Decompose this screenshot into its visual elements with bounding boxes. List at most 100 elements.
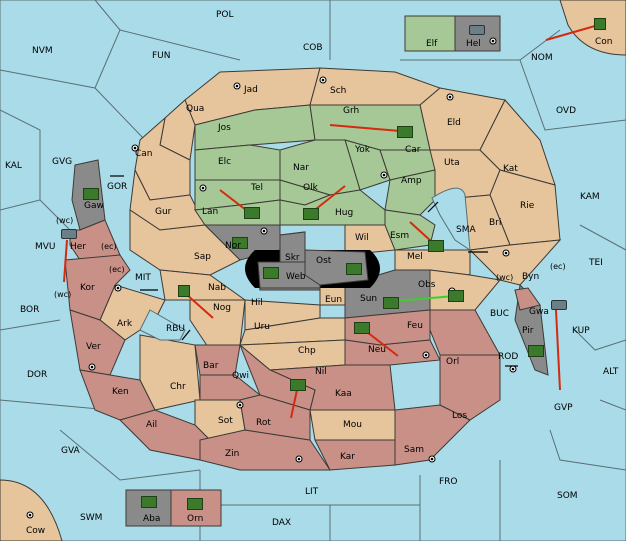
- territory-label[interactable]: Chr: [170, 382, 186, 392]
- sea-label[interactable]: BUC: [490, 309, 510, 319]
- territory-label[interactable]: Olk: [303, 183, 318, 193]
- sea-label[interactable]: DOR: [27, 370, 48, 380]
- territory-label[interactable]: Neu: [368, 345, 386, 355]
- sea-label[interactable]: GVA: [61, 446, 80, 456]
- territory-label[interactable]: Con: [595, 37, 613, 47]
- sea-label[interactable]: KAM: [580, 192, 600, 202]
- territory-label[interactable]: Hel: [466, 39, 481, 49]
- sea-label[interactable]: DAX: [272, 518, 292, 528]
- territory-label[interactable]: Jos: [218, 123, 231, 133]
- territory-label[interactable]: Nar: [293, 163, 309, 173]
- territory-label[interactable]: Sun: [360, 294, 378, 304]
- territory-label[interactable]: Uru: [254, 322, 270, 332]
- sea-label[interactable]: NOM: [531, 53, 553, 63]
- sea-label[interactable]: POL: [216, 10, 234, 20]
- territory-label[interactable]: Sch: [330, 86, 347, 96]
- sea-label[interactable]: GVG: [52, 157, 73, 167]
- territory-label[interactable]: Mou: [343, 420, 362, 430]
- territory-label[interactable]: Eld: [447, 118, 461, 128]
- territory-label[interactable]: Qua: [186, 104, 205, 114]
- territory-label[interactable]: Lan: [202, 207, 219, 217]
- sea-label[interactable]: TEI: [589, 258, 603, 268]
- sea-label[interactable]: BOR: [20, 305, 40, 315]
- territory-label[interactable]: Ken: [112, 387, 129, 397]
- sea-label[interactable]: SMA: [456, 225, 476, 235]
- territory-label[interactable]: Kaa: [335, 389, 352, 399]
- sea-label[interactable]: RBU: [166, 324, 186, 334]
- territory-label[interactable]: Nil: [315, 367, 327, 377]
- sea-label[interactable]: FRO: [439, 477, 458, 487]
- sea-label[interactable]: KAL: [5, 161, 22, 171]
- territory-label[interactable]: Qwi: [232, 371, 249, 381]
- territory-label[interactable]: Orn: [187, 514, 204, 524]
- sea-label[interactable]: NVM: [32, 46, 53, 56]
- territory-label[interactable]: Her: [70, 242, 87, 252]
- territory-label[interactable]: Elc: [218, 157, 232, 167]
- territory-label[interactable]: Tel: [251, 183, 264, 193]
- sea-label[interactable]: KUP: [572, 326, 590, 336]
- territory-label[interactable]: Sam: [404, 445, 424, 455]
- sea-label[interactable]: FUN: [152, 51, 171, 61]
- territory-label[interactable]: Uta: [444, 158, 460, 168]
- territory-label[interactable]: Hil: [251, 298, 263, 308]
- territory-label[interactable]: Ail: [146, 420, 158, 430]
- territory-label[interactable]: Orl: [446, 357, 460, 367]
- territory-label[interactable]: Kar: [340, 452, 355, 462]
- territory-label[interactable]: Nog: [213, 303, 231, 313]
- territory-label[interactable]: Grh: [343, 106, 360, 116]
- territory-label[interactable]: Ver: [86, 342, 101, 352]
- territory-label[interactable]: Byn: [522, 272, 540, 282]
- territory-label[interactable]: Nor: [225, 241, 241, 251]
- territory-label[interactable]: Skr: [285, 253, 300, 263]
- bay-sma: [431, 187, 471, 251]
- sea-label[interactable]: GVP: [554, 403, 573, 413]
- territory-label[interactable]: Feu: [407, 321, 423, 331]
- territory-label[interactable]: Kat: [503, 164, 518, 174]
- sea-label[interactable]: GOR: [107, 182, 128, 192]
- sea-label[interactable]: COB: [303, 43, 323, 53]
- sea-label[interactable]: ROD: [498, 352, 519, 362]
- convoy-links: [110, 175, 518, 367]
- sea-label[interactable]: ALT: [603, 367, 619, 377]
- territory-label[interactable]: Cow: [26, 526, 46, 536]
- territory-label[interactable]: Gaw: [84, 201, 104, 211]
- territory-label[interactable]: Sap: [194, 252, 211, 262]
- sea-label[interactable]: LIT: [305, 487, 319, 497]
- territory-label[interactable]: Eun: [325, 295, 343, 305]
- sea-label[interactable]: MVU: [35, 242, 56, 252]
- territory-label[interactable]: Bar: [203, 361, 219, 371]
- territory-label[interactable]: Gwa: [529, 307, 549, 317]
- territory-label[interactable]: Zin: [225, 449, 240, 459]
- territory-label[interactable]: Gur: [155, 207, 172, 217]
- territory-label[interactable]: Kor: [80, 283, 95, 293]
- territory-label[interactable]: Can: [135, 149, 153, 159]
- territory-label[interactable]: Pir: [522, 326, 534, 336]
- territory-label[interactable]: Los: [452, 411, 468, 421]
- territory-label[interactable]: Mel: [407, 252, 423, 262]
- territory-label[interactable]: Ark: [117, 319, 133, 329]
- territory-label[interactable]: Rie: [520, 201, 535, 211]
- territory-label[interactable]: Obs: [418, 280, 436, 290]
- territory-label[interactable]: Chp: [298, 346, 316, 356]
- territory-label[interactable]: Nab: [208, 283, 226, 293]
- territory-label[interactable]: Jad: [244, 85, 258, 95]
- territory-label[interactable]: Esm: [390, 231, 410, 241]
- territory-label[interactable]: Amp: [401, 176, 422, 186]
- territory-label[interactable]: Yok: [355, 145, 371, 155]
- territory-label[interactable]: Sot: [218, 416, 233, 426]
- territory-label[interactable]: Rot: [256, 418, 271, 428]
- territory-label[interactable]: Car: [405, 145, 421, 155]
- territory-label[interactable]: Ost: [316, 256, 332, 266]
- territory-label[interactable]: Aba: [143, 514, 161, 524]
- territory-label[interactable]: Wil: [355, 233, 369, 243]
- territory-label[interactable]: Elf: [426, 39, 438, 49]
- territory-label[interactable]: Web: [286, 272, 306, 282]
- coast-tag: (ec): [101, 242, 117, 251]
- sea-label[interactable]: SOM: [557, 491, 578, 501]
- sea-label[interactable]: OVD: [556, 106, 577, 116]
- sea-label[interactable]: MIT: [135, 273, 151, 283]
- territory-label[interactable]: Bri: [489, 218, 502, 228]
- territory-label[interactable]: Hug: [335, 208, 354, 218]
- sea-label[interactable]: SWM: [80, 513, 103, 523]
